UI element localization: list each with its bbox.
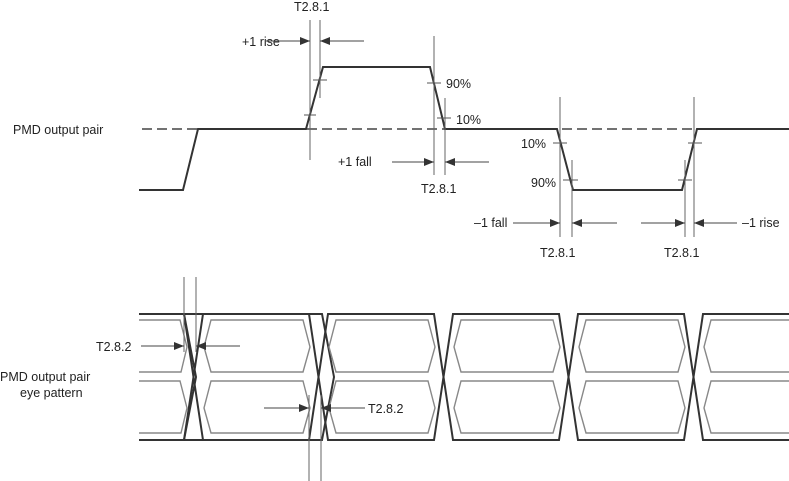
label-10pct: 10% — [521, 137, 546, 151]
eye-inner-lower-4 — [578, 380, 686, 434]
eye-inner-upper-2 — [328, 319, 436, 373]
label-t282-right: T2.8.2 — [368, 402, 403, 416]
eye-inner-upper-3 — [453, 319, 561, 373]
label-plus1-fall: +1 fall — [338, 155, 372, 169]
top-waveform-diagram: PMD output pair +1 rise T2.8.1 90% 10% +… — [13, 0, 789, 260]
label-t281: T2.8.1 — [540, 246, 575, 260]
label-90pct: 90% — [446, 77, 471, 91]
eye-outer-path-1 — [139, 313, 789, 441]
eye-pattern-diagram: PMD output pair eye pattern — [0, 277, 789, 481]
label-plus1-rise: +1 rise — [242, 35, 280, 49]
label-minus1-fall: –1 fall — [474, 216, 507, 230]
eye-inner-upper-4 — [578, 319, 686, 373]
eye-inner-upper-0 — [139, 319, 188, 373]
label-t281: T2.8.1 — [664, 246, 699, 260]
eye-inner-lower-5 — [703, 380, 789, 434]
label-minus1-rise: –1 rise — [742, 216, 780, 230]
eye-cells — [139, 313, 789, 441]
eye-outer-path-2 — [139, 313, 789, 441]
signal-label: PMD output pair — [13, 123, 103, 137]
label-t281: T2.8.1 — [421, 182, 456, 196]
eye-inner-lower-0 — [139, 380, 188, 434]
label-10pct: 10% — [456, 113, 481, 127]
label-90pct: 90% — [531, 176, 556, 190]
label-t281-top: T2.8.1 — [294, 0, 329, 14]
eye-inner-lower-1 — [203, 380, 311, 434]
eye-signal-label-line1: PMD output pair — [0, 370, 90, 384]
eye-signal-label-line2: eye pattern — [20, 386, 83, 400]
eye-inner-upper-5 — [703, 319, 789, 373]
eye-inner-lower-3 — [453, 380, 561, 434]
label-t282-left: T2.8.2 — [96, 340, 131, 354]
